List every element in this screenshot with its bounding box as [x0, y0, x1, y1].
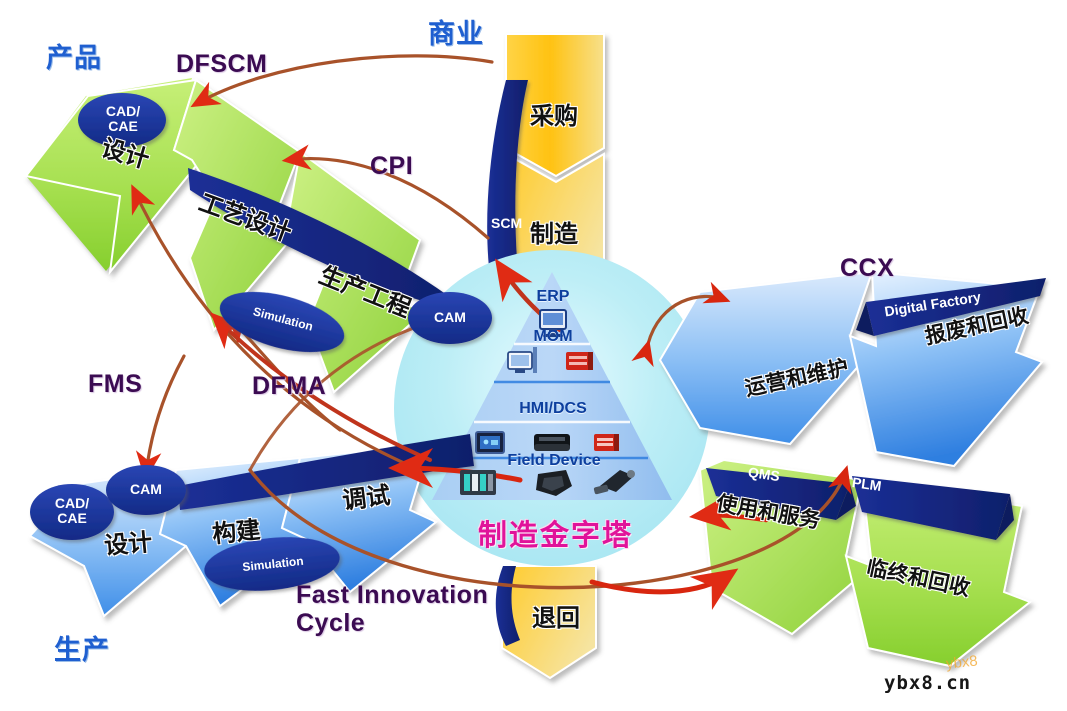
- actuator-icon: [593, 470, 635, 495]
- controller-icon: [534, 434, 570, 451]
- arrow-commission-feedback: [388, 448, 523, 489]
- oval-cad-cae-bottom: [30, 484, 114, 540]
- scm-banner-shape: [487, 80, 528, 296]
- monitor-icon: [539, 309, 567, 337]
- server-icon: [566, 352, 593, 370]
- oval-cam-top: [408, 292, 492, 344]
- workstation-icon: [507, 347, 537, 373]
- arrow-fast-cycle-lower: [248, 465, 852, 590]
- oval-simulation-top: [219, 291, 345, 353]
- oval-cad-cae-top: [78, 93, 166, 147]
- arrow-fms: [135, 354, 186, 481]
- plm-banner-shape: [852, 476, 1014, 540]
- arrow-dfscm: [190, 54, 494, 108]
- arrow-ccx: [631, 281, 731, 368]
- pyramid-icons: [460, 309, 635, 496]
- arrow-service-in: [689, 494, 769, 531]
- sensor-icon: [536, 470, 572, 496]
- oval-cam-bottom: [106, 465, 186, 515]
- oval-badges: [30, 93, 492, 591]
- oval-simulation-bottom: [204, 537, 340, 591]
- arrow-cpi: [281, 144, 490, 240]
- arrow-design-feedback: [131, 184, 422, 472]
- module-icon: [594, 434, 619, 451]
- digital-factory-banner-shape: [856, 278, 1046, 336]
- plc-rack-icon: [460, 470, 496, 495]
- flow-arrows: [131, 54, 852, 611]
- arrow-service-feedback: [589, 568, 739, 611]
- green-arrow-navy-spear: [188, 168, 470, 312]
- hmi-panel-icon: [475, 431, 505, 454]
